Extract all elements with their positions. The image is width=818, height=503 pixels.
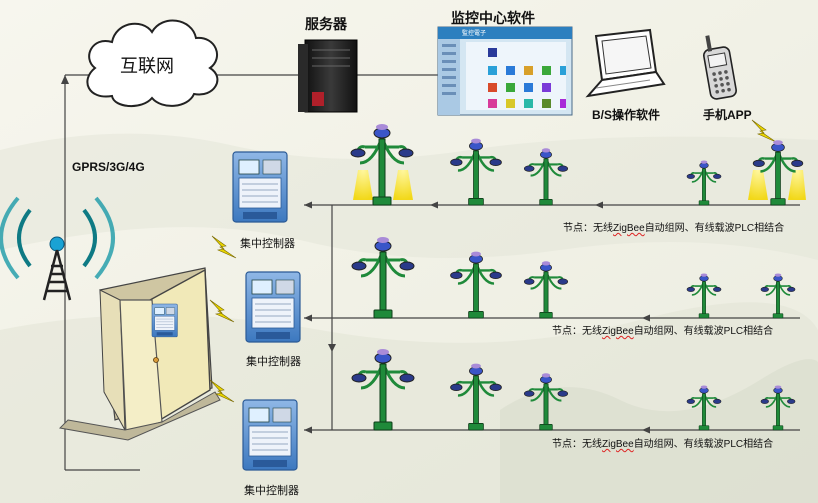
- server-label: 服务器: [305, 16, 347, 32]
- controller-label-2: 集中控制器: [246, 356, 301, 368]
- network-label: GPRS/3G/4G: [72, 160, 145, 174]
- controller-label-1: 集中控制器: [240, 238, 295, 250]
- cabinet-controller-icon: [151, 303, 178, 338]
- signal-tower-icon: [0, 196, 115, 301]
- controller-icon-1: [232, 151, 288, 223]
- bs-software-label: B/S操作软件: [592, 108, 661, 122]
- monitor-software-screen: [437, 26, 573, 116]
- lamp-glow: [353, 170, 806, 200]
- cabinet-icon: [58, 267, 221, 441]
- internet-label: 互联网: [120, 56, 174, 76]
- controller-label-3: 集中控制器: [244, 485, 299, 497]
- mobile-phone-icon: [703, 35, 737, 100]
- laptop-icon: [585, 28, 666, 98]
- monitor-software-label: 监控中心软件: [451, 10, 535, 26]
- screen-window-title: 監控電子: [462, 31, 487, 37]
- controller-icon-2: [245, 271, 301, 343]
- controller-icon-3: [242, 399, 298, 471]
- arrows: [61, 75, 650, 434]
- node-label-2: 节点：无线ZigBee自动组网、有线载波PLC相结合: [552, 326, 774, 337]
- internet-cloud: [86, 19, 219, 107]
- mobile-app-label: 手机APP: [703, 108, 752, 122]
- server-icon: [298, 39, 358, 113]
- node-label-1: 节点：无线ZigBee自动组网、有线载波PLC相结合: [563, 223, 785, 234]
- node-label-3: 节点：无线ZigBee自动组网、有线载波PLC相结合: [552, 439, 774, 450]
